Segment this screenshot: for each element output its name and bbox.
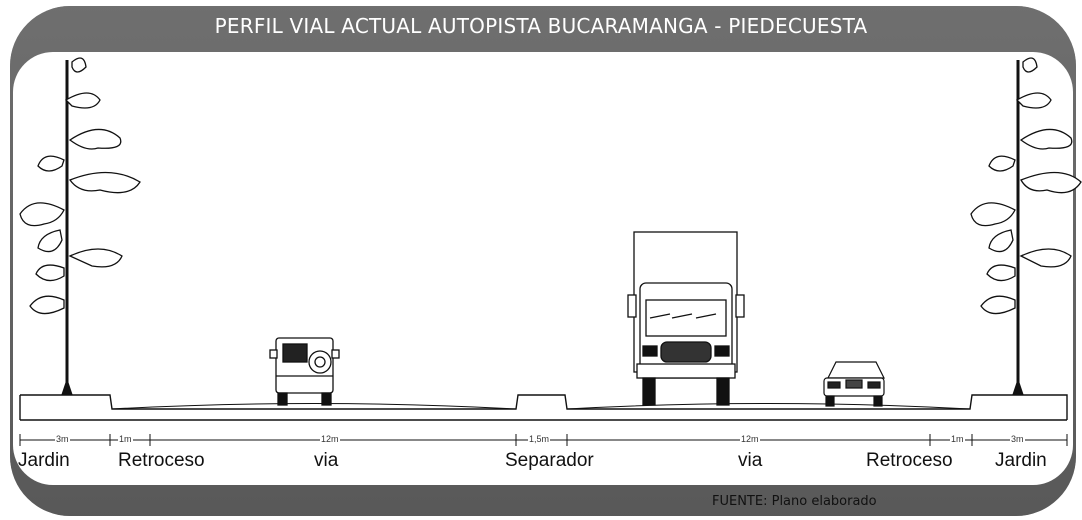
label-retroceso-right: Retroceso [866, 450, 953, 471]
tree-icon [970, 57, 1082, 396]
source-caption: FUENTE: Plano elaborado [712, 494, 877, 509]
car-icon [823, 361, 885, 407]
dimension-ticks [19, 434, 1068, 446]
diagram-title: PERFIL VIAL ACTUAL AUTOPISTA BUCARAMANGA… [214, 14, 868, 38]
label-retroceso-left: Retroceso [118, 450, 205, 471]
dimension-retroceso-right: 1m [950, 434, 965, 444]
label-jardin-right: Jardin [995, 450, 1047, 471]
suv-icon [269, 337, 340, 406]
label-via-right: via [738, 450, 763, 471]
label-separador: Separador [505, 450, 594, 471]
dimension-retroceso-left: 1m [118, 434, 133, 444]
road-crown-right [566, 403, 971, 410]
label-jardin-left: Jardin [18, 450, 70, 471]
label-via-left: via [314, 450, 339, 471]
dimension-via-left: 12m [320, 434, 340, 444]
road-crown-left [111, 403, 517, 410]
dimension-jardin-left: 3m [55, 434, 70, 444]
drawing-panel [13, 52, 1073, 485]
road-profile-outline [19, 394, 1068, 421]
dimension-jardin-right: 3m [1010, 434, 1025, 444]
tree-icon [19, 57, 141, 396]
dimension-separador: 1,5m [528, 434, 551, 444]
dimension-via-right: 12m [740, 434, 760, 444]
truck-icon [627, 231, 745, 406]
